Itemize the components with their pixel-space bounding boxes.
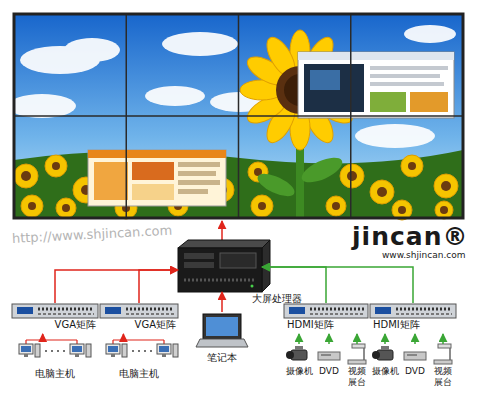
- screenshot-window: [88, 150, 226, 206]
- signal-connector: [139, 270, 178, 303]
- laptop-icon: [196, 314, 248, 347]
- camera: 摄像机: [284, 344, 314, 392]
- signal-connector: [221, 292, 223, 312]
- signal-connector: [414, 334, 416, 344]
- av-source-icons: [286, 344, 452, 364]
- computer-group: 电脑主机: [100, 340, 178, 382]
- node-label: 电脑主机: [35, 368, 75, 380]
- signal-connector: [298, 334, 300, 344]
- signal-connector: [384, 334, 386, 344]
- output-wire: [221, 221, 223, 240]
- vga-matrix: VGA矩阵: [12, 303, 98, 334]
- node-label: DVD: [319, 366, 339, 377]
- node-label: 视频展台: [434, 366, 452, 388]
- website: www.shjincan.com: [382, 250, 465, 261]
- panel-seams: [14, 14, 463, 218]
- document-camera: 视频展台: [430, 344, 456, 392]
- matrix-device: [12, 304, 98, 318]
- signal-connector: [328, 334, 330, 344]
- node-label: HDMI矩阵: [287, 319, 334, 331]
- hdmi-matrix: HDMI矩阵: [370, 303, 456, 334]
- brand-logo-holder: jincan®: [352, 222, 468, 252]
- signal-connector: [123, 334, 125, 340]
- node-label: 视频展台: [348, 366, 366, 388]
- node-label: DVD: [405, 366, 425, 377]
- dvd-player: DVD: [402, 344, 428, 392]
- node-label: 电脑主机: [119, 368, 159, 380]
- signal-connector: [55, 270, 178, 303]
- node-label: 摄像机: [372, 366, 399, 377]
- node-label: VGA矩阵: [135, 319, 176, 331]
- watermark: http://www.shjincan.com: [12, 223, 173, 247]
- processor-box: 大屏处理器: [178, 240, 262, 292]
- node-label: VGA矩阵: [55, 319, 96, 331]
- node-label: 大屏处理器: [252, 293, 302, 305]
- signal-connector: [356, 334, 358, 344]
- node-label: 摄像机: [286, 366, 313, 377]
- laptop: 笔记本: [198, 312, 246, 366]
- document-camera: 视频展台: [344, 344, 370, 392]
- clouds: [8, 25, 456, 148]
- computer-icons: [19, 340, 178, 357]
- sunflower-field: [14, 155, 458, 220]
- signal-connector: [42, 334, 44, 340]
- vga-matrix: VGA矩阵: [100, 303, 178, 334]
- matrix-device: [370, 304, 456, 318]
- node-label: 笔记本: [207, 352, 237, 364]
- matrix-device: [100, 304, 178, 318]
- screenshot-window: [298, 52, 454, 118]
- website-holder: www.shjincan.com: [382, 250, 465, 261]
- video-wall: [8, 14, 463, 220]
- matrix-device: [284, 304, 368, 318]
- computer-group: 电脑主机: [14, 340, 96, 382]
- processor-chassis: [178, 240, 270, 292]
- hdmi-matrix: HDMI矩阵: [284, 303, 368, 334]
- camera: 摄像机: [370, 344, 400, 392]
- dvd-player: DVD: [316, 344, 342, 392]
- watermark-holder: http://www.shjincan.com: [12, 223, 173, 247]
- signal-connector: [442, 334, 444, 344]
- brand-logo: jincan®: [352, 222, 468, 252]
- node-label: HDMI矩阵: [373, 319, 420, 331]
